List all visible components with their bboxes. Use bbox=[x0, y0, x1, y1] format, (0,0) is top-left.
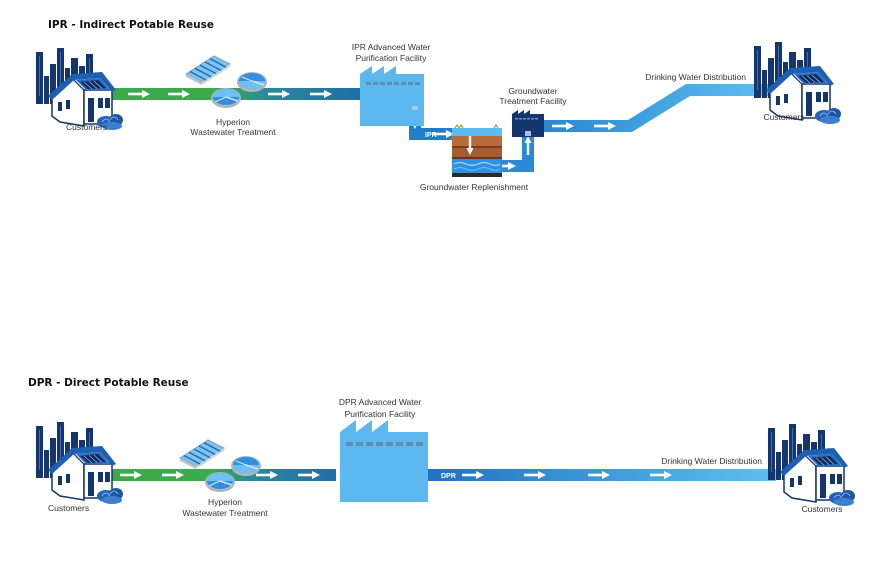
ipr-distribution-pipe bbox=[540, 84, 774, 132]
dpr-customers-left-icon bbox=[35, 421, 124, 505]
ipr-awpf-label-1: IPR Advanced Water bbox=[352, 42, 431, 52]
dpr-pipe-tag: DPR bbox=[441, 473, 456, 480]
dpr-hyperion-label-1: Hyperion bbox=[208, 497, 242, 507]
ipr-customers-left-label: Customers bbox=[66, 122, 107, 132]
ipr-hyperion-label-1: Hyperion bbox=[216, 117, 250, 127]
ipr-gw-replenishment-label: Groundwater Replenishment bbox=[420, 182, 529, 192]
ipr-pipe-tag: IPR bbox=[425, 132, 437, 139]
dpr-customers-right-label: Customers bbox=[801, 504, 842, 514]
ipr-gw-treatment-facility-icon bbox=[512, 110, 544, 137]
dpr-awpf-facility-icon bbox=[340, 420, 428, 502]
dpr-awpf-label-2: Purification Facility bbox=[345, 409, 417, 419]
ipr-gw-treatment-label-2: Treatment Facility bbox=[499, 96, 567, 106]
dpr-customers-left-label: Customers bbox=[48, 503, 89, 513]
ipr-hyperion-label-2: Wastewater Treatment bbox=[190, 127, 276, 137]
dpr-distribution-label: Drinking Water Distribution bbox=[661, 456, 762, 466]
ipr-aquifer-icon bbox=[452, 123, 502, 177]
ipr-title: IPR - Indirect Potable Reuse bbox=[48, 19, 214, 31]
ipr-distribution-label: Drinking Water Distribution bbox=[645, 72, 746, 82]
ipr-section: IPR - Indirect Potable Reuse Customers H… bbox=[35, 19, 842, 192]
ipr-customers-left-icon bbox=[35, 47, 124, 131]
dpr-hyperion-icon bbox=[179, 439, 262, 493]
dpr-section: DPR - Direct Potable Reuse Customers Hyp… bbox=[28, 377, 856, 518]
dpr-title: DPR - Direct Potable Reuse bbox=[28, 377, 189, 389]
dpr-customers-right-icon bbox=[767, 423, 856, 507]
ipr-awpf-facility-icon bbox=[360, 66, 424, 126]
dpr-awpf-label-1: DPR Advanced Water bbox=[339, 397, 422, 407]
ipr-gw-treatment-label-1: Groundwater bbox=[508, 86, 557, 96]
dpr-hyperion-label-2: Wastewater Treatment bbox=[182, 508, 268, 518]
ipr-awpf-label-2: Purification Facility bbox=[356, 53, 428, 63]
ipr-customers-right-label: Customers bbox=[763, 112, 804, 122]
ipr-hyperion-icon bbox=[185, 55, 268, 109]
